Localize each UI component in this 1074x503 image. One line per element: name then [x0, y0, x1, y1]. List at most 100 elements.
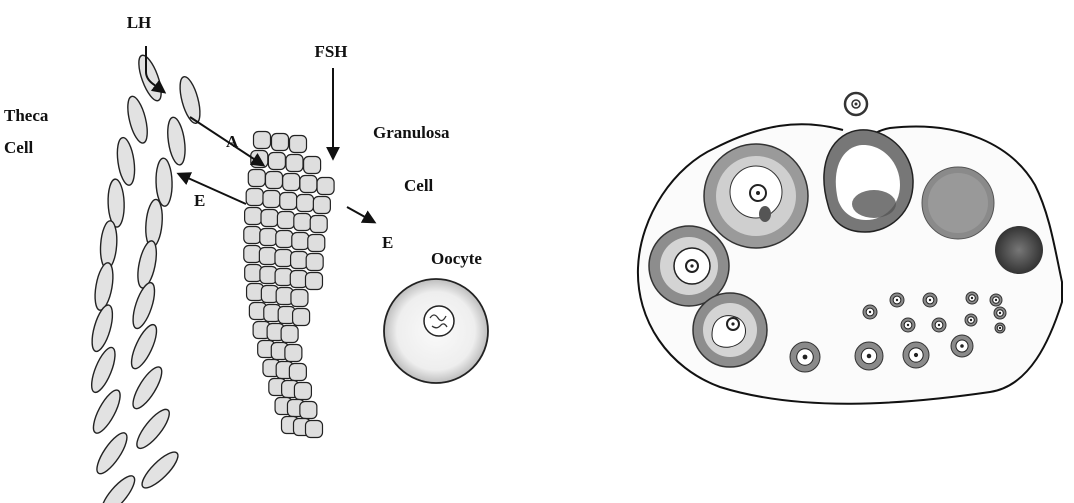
right-diagram-ovary [638, 93, 1062, 404]
arrow-e-out-label: E [382, 233, 393, 252]
small-follicle [903, 342, 929, 368]
granulosa-cell [276, 231, 293, 248]
early-antral-follicle [693, 293, 767, 367]
small-follicle [966, 292, 978, 304]
granulosa-cell [254, 132, 271, 149]
granulosa-label-line2: Cell [404, 176, 434, 195]
granulosa-cell [248, 170, 265, 187]
granulosa-cell [293, 309, 310, 326]
granulosa-cell [306, 254, 323, 271]
theca-cell [87, 345, 120, 395]
small-follicle [994, 307, 1006, 319]
theca-cell [124, 94, 151, 144]
granulosa-cell [283, 174, 300, 191]
theca-cell [134, 239, 159, 289]
granulosa-cell [275, 250, 292, 267]
theca-cell-layer [87, 53, 204, 503]
small-follicle [855, 342, 883, 370]
antral-follicle [704, 144, 808, 248]
small-follicle [790, 342, 820, 372]
granulosa-cell [277, 212, 294, 229]
granulosa-cell [244, 227, 261, 244]
oocyte-nucleus [424, 306, 454, 336]
granulosa-cell [280, 193, 297, 210]
theca-cell [128, 363, 167, 412]
corpus-albicans [995, 226, 1043, 274]
small-follicle [901, 318, 915, 332]
theca-cell [115, 137, 138, 187]
arrow-e-back-label: E [194, 191, 205, 210]
theca-cell [155, 158, 172, 206]
fsh-label: FSH [314, 42, 347, 61]
granulosa-cell [245, 208, 262, 225]
small-follicle [890, 293, 904, 307]
granulosa-cell [290, 136, 307, 153]
granulosa-cell [275, 269, 292, 286]
small-follicle [965, 314, 977, 326]
granulosa-cell [294, 383, 311, 400]
granulosa-cell [289, 364, 306, 381]
theca-cell [88, 303, 117, 354]
granulosa-cell [260, 267, 277, 284]
granulosa-cell [304, 157, 321, 174]
granulosa-cell-layer [244, 132, 334, 438]
granulosa-cell [306, 421, 323, 438]
granulosa-cell [268, 153, 285, 170]
granulosa-cell [294, 214, 311, 231]
granulosa-cell [313, 197, 330, 214]
granulosa-cell [263, 191, 280, 208]
theca-cell [165, 116, 188, 166]
theca-cell [134, 53, 165, 104]
small-follicle [990, 294, 1002, 306]
arrow-e-out [347, 207, 374, 222]
oocyte [384, 279, 488, 383]
theca-cell [99, 220, 118, 269]
theca-label-line1: Theca [4, 106, 49, 125]
theca-cell [144, 199, 164, 248]
theca-cell [129, 280, 159, 331]
small-follicle [863, 305, 877, 319]
lh-label: LH [127, 13, 152, 32]
ovulated-oocyte [845, 93, 867, 115]
granulosa-cell [259, 248, 276, 265]
granulosa-cell [317, 178, 334, 195]
theca-cell [132, 405, 174, 453]
granulosa-cell [286, 155, 303, 172]
theca-cell [92, 429, 132, 478]
granulosa-cell [310, 216, 327, 233]
granulosa-cell [244, 246, 261, 263]
arrow-e-back [179, 174, 246, 204]
granulosa-cell [272, 134, 289, 151]
granulosa-cell [308, 235, 325, 252]
small-follicle [995, 323, 1005, 333]
granulosa-label-line1: Granulosa [373, 123, 450, 142]
granulosa-cell [292, 233, 309, 250]
theca-cell [92, 261, 116, 311]
granulosa-cell [290, 271, 307, 288]
small-follicle [923, 293, 937, 307]
granulosa-cell [285, 345, 302, 362]
granulosa-cell [281, 326, 298, 343]
granulosa-cell [260, 229, 277, 246]
theca-cell [137, 447, 182, 492]
granulosa-cell [300, 402, 317, 419]
granulosa-cell [297, 195, 314, 212]
oocyte-label: Oocyte [431, 249, 482, 268]
theca-label-line2: Cell [4, 138, 34, 157]
granulosa-cell [300, 176, 317, 193]
left-diagram: LH FSH Theca Cell Granulosa Cell Oocyte … [4, 13, 488, 503]
theca-cell [127, 322, 162, 372]
granulosa-cell [265, 172, 282, 189]
small-follicle [932, 318, 946, 332]
granulosa-cell [261, 210, 278, 227]
theca-cell [107, 179, 125, 228]
secondary-follicle [649, 226, 729, 306]
small-follicle [951, 335, 973, 357]
granulosa-cell [245, 265, 262, 282]
granulosa-cell [291, 290, 308, 307]
arrow-a-label: A [226, 132, 239, 151]
granulosa-cell [291, 252, 308, 269]
theca-cell [88, 387, 125, 437]
granulosa-cell [246, 189, 263, 206]
